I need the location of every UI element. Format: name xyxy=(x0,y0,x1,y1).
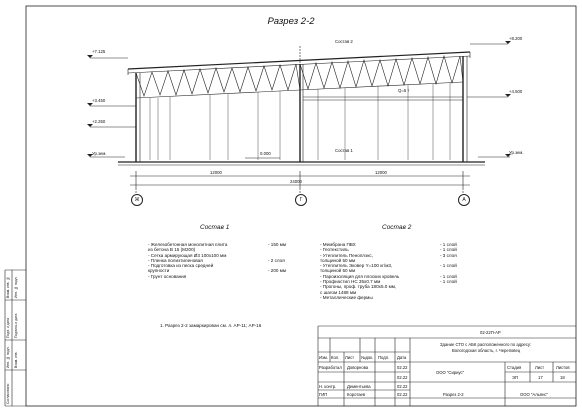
stamp-name: Коротаев xyxy=(347,392,366,397)
elevation-right-top: +8.200 xyxy=(509,36,523,41)
stamp-project-line-2: Вологодская область, г. Череповец xyxy=(452,348,521,353)
layer-row: - Грунт основания xyxy=(148,273,187,279)
side-strip-label: Подпись и дата xyxy=(14,313,18,338)
layer-row: крупности- 200 мм xyxy=(148,268,287,274)
elevation-floor: 0.000 xyxy=(260,151,271,156)
composition-2-title: Состав 2 xyxy=(382,224,412,231)
stamp-company-top: ООО "Сириус" xyxy=(436,370,465,375)
stamp-col-izm: Изм. xyxy=(319,355,328,360)
layer-row: толщиной 50 мм xyxy=(320,257,356,263)
stamp-role: Разработал xyxy=(319,365,342,370)
stamp-name: Дементьева xyxy=(347,384,371,389)
drawing-title: Разрез 2-2 xyxy=(267,16,315,27)
axis-bubble-zh: Ж xyxy=(131,194,143,206)
side-strip-label: Инв. № подл. xyxy=(6,346,10,368)
layer-row: толщиной 50 мм xyxy=(320,268,356,274)
side-strip-label: Взам. инв. № xyxy=(6,276,10,298)
axis-bubble-g: Г xyxy=(295,194,307,206)
stamp-stage-value: ЭП xyxy=(512,375,519,380)
layer-row: - Профнастил НС 35х0.7 мм- 1 слой xyxy=(320,279,457,285)
drawing-note: 1. Разрез 2-2 замаркирован см. л. АР-11;… xyxy=(160,323,262,328)
layer-row: - Металлические фермы xyxy=(320,294,373,300)
layer-row: - Пленка полиэтиленовая- 2 слоя xyxy=(148,257,285,263)
section-mark-bottom: Состав 1 xyxy=(335,148,353,153)
stamp-col-list: Лист xyxy=(345,355,355,360)
side-strip-label: Инв. № подл. xyxy=(14,276,18,298)
stamp-code: 02-22П-АР xyxy=(480,330,501,335)
elevation-left-ground: Ур.зем. xyxy=(92,151,107,156)
stamp-stage-header: Стадия xyxy=(507,365,522,370)
stamp-date: 02.22 xyxy=(397,384,408,389)
section-mark-top: Состав 2 xyxy=(335,39,353,44)
stamp-project-line-1: Здание СТО с АБК расположенного по адрес… xyxy=(440,342,532,347)
elevation-left-low: +2.250 xyxy=(92,119,106,124)
layer-row: - Пароизоляция для плоских кровель- 1 сл… xyxy=(320,273,457,279)
layer-row: - Сетка армирующая Ø3 100х100 мм xyxy=(148,252,227,258)
stamp-role: Н. контр. xyxy=(319,384,337,389)
stamp-col-kol: Кол. xyxy=(331,355,340,360)
stamp-sheets-header: Листов xyxy=(556,365,570,370)
axis-bubble-a: А xyxy=(458,194,470,206)
composition-2-list: - Мембрана ПВХ- 1 слой - Геотекстиль- 1 … xyxy=(320,242,457,300)
elevation-left-top: +7.125 xyxy=(92,49,106,54)
side-strip-label: Взам. инв. xyxy=(14,351,18,368)
composition-1-title: Состав 1 xyxy=(200,224,230,231)
stamp-date: 02.22 xyxy=(397,392,408,397)
side-strip-label: Подп. и дата xyxy=(6,318,10,338)
layer-row: - Утеплитель Эковер Y=100 кг/м3,- 1 слой xyxy=(320,263,457,269)
elevation-left-mid: +3.450 xyxy=(92,98,106,103)
stamp-name: Доворнова xyxy=(347,365,369,370)
side-strip-label: Согласовано xyxy=(6,383,10,404)
layer-row: - Подготовка из песка средней xyxy=(148,263,214,269)
composition-1-list: - Железобетонная монолитная плита- 150 м… xyxy=(148,242,286,279)
stamp-sheets-value: 18 xyxy=(560,375,565,380)
crane-label: Q=5 т xyxy=(398,88,410,93)
stamp-sheet-title: Разрез 2-2 xyxy=(443,392,464,397)
layer-row: - Мембрана ПВХ- 1 слой xyxy=(320,242,457,247)
dimension-total: 24000 xyxy=(290,179,302,184)
stamp-col-doc: №док. xyxy=(361,355,374,360)
stamp-date: 02.22 xyxy=(397,365,408,370)
stamp-sheet-header: Лист xyxy=(535,365,545,370)
layer-row: из бетона В 15 (М200) xyxy=(148,247,196,253)
layer-row: - Утеплитель Пеноплэкс,- 3 слоя xyxy=(320,252,457,258)
stamp-sheet-value: 17 xyxy=(538,375,543,380)
layer-row: - Геотекстиль- 1 слой xyxy=(320,247,457,253)
dimension-right-span: 12000 xyxy=(375,170,387,175)
dimension-left-span: 12000 xyxy=(210,170,222,175)
stamp-company-bottom: ООО "Альянс" xyxy=(520,392,548,397)
stamp-role: ГИП xyxy=(319,392,328,397)
stamp-date: 02.22 xyxy=(397,375,408,380)
stamp-col-date: Дата xyxy=(397,355,407,360)
elevation-right-mid: +4.500 xyxy=(509,89,523,94)
stamp-col-sign: Подп. xyxy=(378,355,390,360)
elevation-right-ground: Ур.зем. xyxy=(509,150,524,155)
layer-row: - Прогоны, проф. труба 180х5.0 мм, xyxy=(320,284,397,290)
layer-row: - Железобетонная монолитная плита- 150 м… xyxy=(148,242,287,247)
layer-row: с шагом 1488 мм xyxy=(320,289,357,295)
